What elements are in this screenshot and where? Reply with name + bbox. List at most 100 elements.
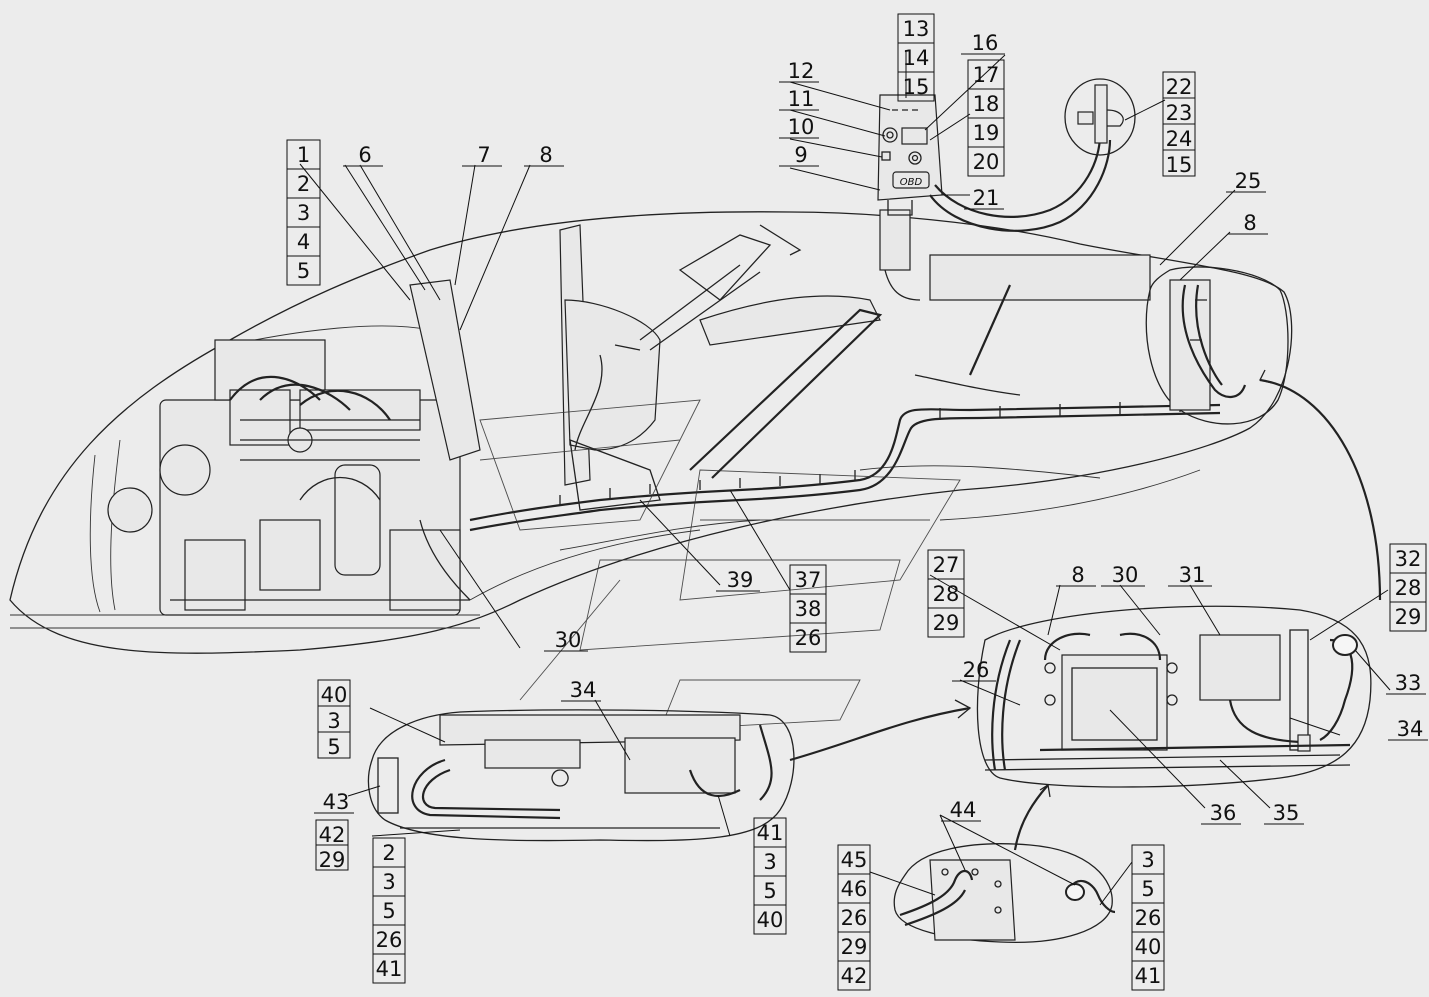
callout-box	[286, 255, 321, 286]
callout-number: 41	[376, 957, 403, 981]
callout-number: 28	[933, 582, 960, 606]
callout-number: 21	[973, 186, 1000, 210]
callout-g-16: 16	[961, 31, 1005, 55]
callout-number: 25	[1235, 169, 1262, 193]
callout-number: 39	[727, 568, 754, 592]
callout-g-7: 7	[462, 143, 502, 167]
callout-number: 3	[1141, 848, 1154, 872]
callout-number: 5	[297, 259, 310, 283]
callout-number: 5	[327, 735, 340, 759]
callout-number: 15	[1166, 153, 1193, 177]
callout-g-21: 21	[964, 186, 1004, 210]
callout-box	[927, 607, 965, 638]
callout-number: 1	[297, 143, 310, 167]
callout-number: 34	[1397, 717, 1424, 741]
callout-number: 44	[950, 798, 977, 822]
callout-number: 15	[903, 75, 930, 99]
callout-g-44: 44	[941, 798, 981, 822]
detail-bubble-right-harness	[1145, 266, 1382, 601]
callout-number: 11	[788, 87, 815, 111]
callout-number: 24	[1166, 127, 1193, 151]
callout-g-43: 43	[314, 790, 354, 814]
callout-number: 18	[973, 92, 1000, 116]
callout-number: 23	[1166, 101, 1193, 125]
callout-g-2: 2 3 5 26 41	[372, 837, 406, 984]
callout-g-34b: 34	[1388, 717, 1428, 741]
main-view-outline	[9, 211, 1293, 654]
callout-g-8c: 8	[1056, 563, 1096, 587]
callout-number: 26	[963, 658, 990, 682]
detail-bubble-left-harness	[367, 699, 972, 842]
callout-number: 16	[972, 31, 999, 55]
callout-number: 13	[903, 17, 930, 41]
callout-number: 10	[788, 115, 815, 139]
callout-number: 26	[376, 928, 403, 952]
callout-number: 19	[973, 121, 1000, 145]
callout-box	[789, 622, 827, 653]
callout-number: 9	[794, 143, 807, 167]
callout-g-12: 12	[779, 59, 819, 83]
callout-g-10: 10	[779, 115, 819, 139]
callout-number: 3	[297, 201, 310, 225]
callout-g-9: 9	[779, 143, 819, 167]
callout-number: 17	[973, 63, 1000, 87]
obd-display: OBD	[900, 177, 923, 188]
logo-watermark	[479, 399, 961, 731]
callout-number: 41	[1135, 964, 1162, 988]
callout-number: 34	[570, 678, 597, 702]
callout-box	[372, 953, 406, 984]
callout-box	[1162, 149, 1196, 177]
callout-number: 20	[973, 150, 1000, 174]
callout-number: 26	[795, 626, 822, 650]
callout-g-17: 17 18 19 20	[967, 59, 1005, 177]
callout-number: 3	[382, 870, 395, 894]
callout-number: 40	[321, 683, 348, 707]
callout-g-35: 35	[1264, 801, 1304, 825]
callout-number: 22	[1166, 75, 1193, 99]
callout-g-8a: 8	[524, 143, 564, 167]
callout-number: 8	[1243, 211, 1256, 235]
callout-g-8b: 8	[1228, 211, 1268, 235]
detail-bubble-bracket	[893, 783, 1116, 944]
callout-number: 43	[323, 790, 350, 814]
callout-g-31: 31	[1168, 563, 1212, 587]
callout-number: 36	[1210, 801, 1237, 825]
callout-number: 3	[327, 709, 340, 733]
callout-number: 29	[841, 935, 868, 959]
detail-bubble-connector	[1064, 78, 1136, 156]
callout-g-25: 25	[1226, 169, 1266, 193]
callout-number: 28	[1395, 576, 1422, 600]
callout-number: 5	[382, 899, 395, 923]
callout-g-30b: 30	[1101, 563, 1145, 587]
callout-box	[897, 71, 935, 102]
callout-box	[317, 731, 351, 759]
callout-number: 7	[477, 143, 490, 167]
callout-number: 29	[933, 611, 960, 635]
callout-g-11: 11	[779, 87, 819, 111]
callout-box	[315, 844, 349, 871]
callout-number: 2	[382, 841, 395, 865]
callout-number: 26	[841, 906, 868, 930]
callout-number: 8	[1071, 563, 1084, 587]
callout-number: 38	[795, 597, 822, 621]
callout-number: 31	[1179, 563, 1206, 587]
leader-lines	[299, 50, 1391, 906]
callout-number: 33	[1395, 671, 1422, 695]
callout-number: 41	[757, 821, 784, 845]
callout-g-33: 33	[1386, 671, 1426, 695]
callout-number: 42	[319, 823, 346, 847]
callout-number: 40	[1135, 935, 1162, 959]
callout-g-6: 6	[343, 143, 383, 167]
callout-box	[1131, 960, 1165, 991]
callout-g-26: 26	[952, 658, 996, 682]
